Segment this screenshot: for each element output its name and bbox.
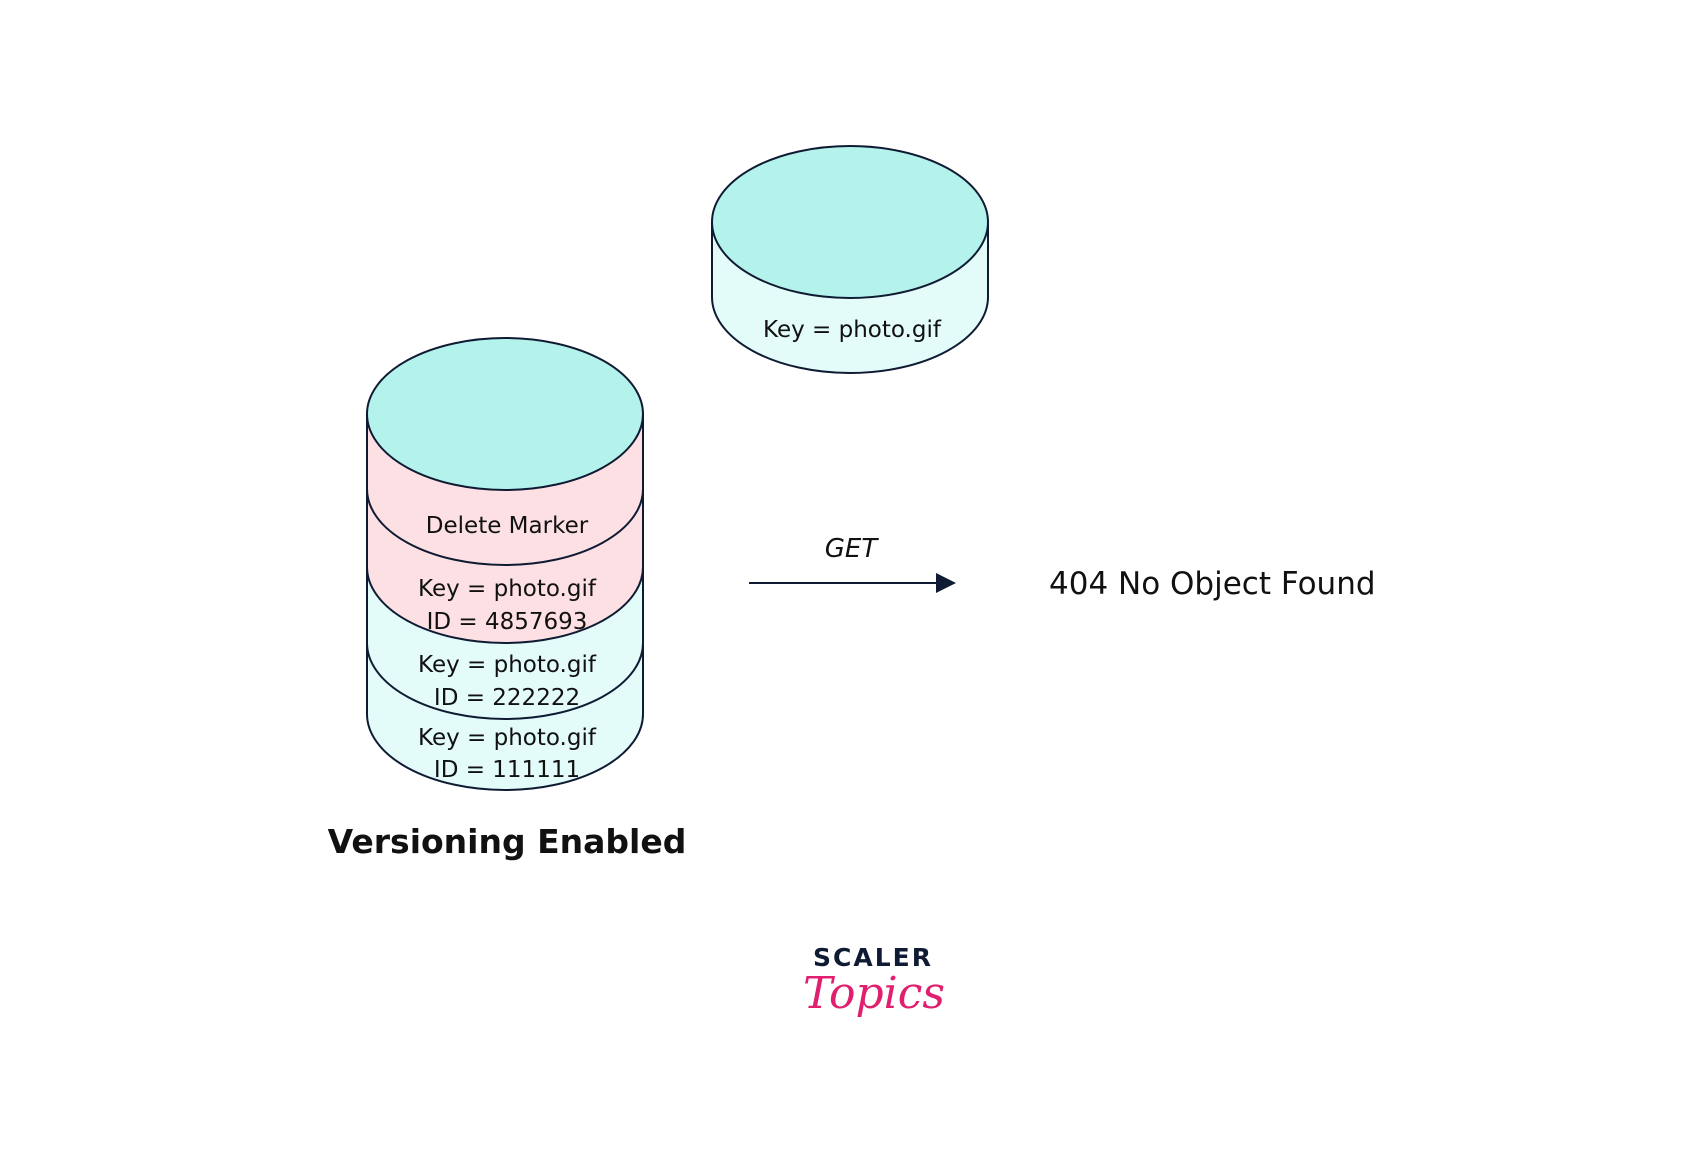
- layer-divider: [366, 566, 644, 644]
- versioned-bucket-cylinder: Delete Marker Key = photo.gif ID = 48576…: [366, 337, 644, 791]
- versioning-enabled-title: Versioning Enabled: [328, 822, 687, 861]
- layer-id: ID = 111111: [434, 757, 580, 783]
- current-object-label: Key = photo.gif: [763, 317, 942, 343]
- layer-key: Key = photo.gif: [418, 725, 597, 751]
- svg-text:Topics: Topics: [803, 968, 945, 1019]
- get-request-arrow: [749, 573, 956, 593]
- layer-delete-marker: Delete Marker: [426, 513, 589, 539]
- layer-id: ID = 222222: [434, 685, 580, 711]
- layer-key: Key = photo.gif: [418, 652, 597, 678]
- current-object-cylinder: Key = photo.gif: [711, 145, 989, 374]
- svg-text:SCALER: SCALER: [813, 943, 933, 972]
- layer-key: Key = photo.gif: [418, 576, 597, 602]
- get-label: GET: [825, 534, 880, 564]
- layer-divider: [366, 642, 644, 720]
- layer-divider: [366, 488, 644, 566]
- scaler-topics-logo: SCALER Topics: [803, 943, 945, 1019]
- layer-id: ID = 4857693: [427, 609, 588, 635]
- result-label: 404 No Object Found: [1049, 566, 1376, 602]
